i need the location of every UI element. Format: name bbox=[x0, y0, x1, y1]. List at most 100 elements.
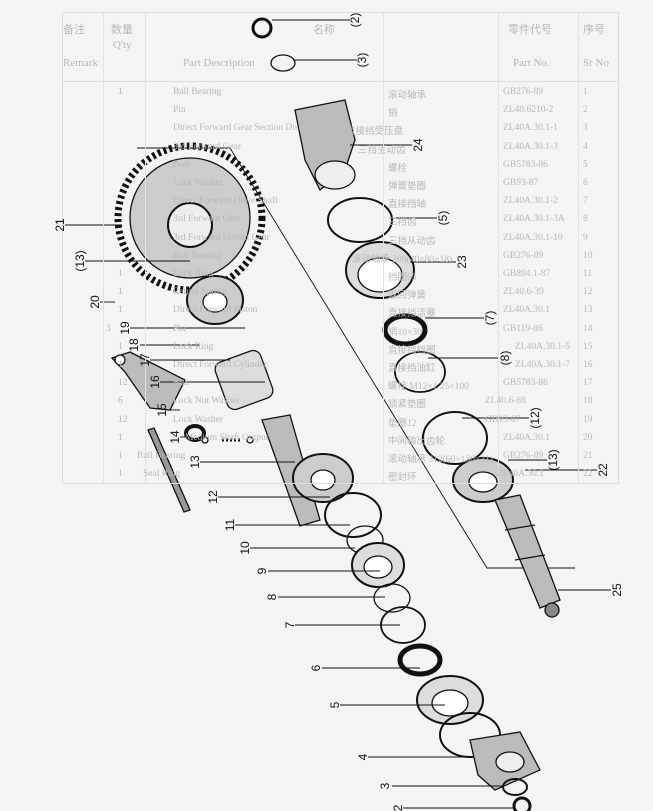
cell-part-no: ZL40A.30.1 bbox=[497, 469, 544, 480]
cell-sr: 5 bbox=[583, 159, 588, 170]
cell-sr: 14 bbox=[583, 323, 593, 334]
table-row: 4 ZL40A.30.1-3 三挡主动齿 3rd Forward Gear bbox=[63, 140, 618, 158]
cell-name-cn: 垫圈12 bbox=[388, 418, 417, 429]
cell-part-no: GB894.1-87 bbox=[503, 269, 551, 279]
oil-seal-part-7-upper bbox=[382, 313, 428, 347]
cell-name-cn: 密封环 bbox=[388, 473, 417, 484]
cell-name-cn: 挡圈65 bbox=[388, 273, 417, 283]
cell-qty: 12 bbox=[118, 378, 128, 389]
circlip-part-12-upper bbox=[422, 411, 488, 465]
cell-part-no: ZL40A.30.1-3 bbox=[503, 141, 558, 152]
cell-part-no: ZL40A.30.1-1 bbox=[503, 123, 558, 134]
cell-name-cn: 直接挡受压盘 bbox=[346, 127, 404, 138]
cell-description: Bolt bbox=[173, 159, 190, 170]
cell-description: Ball Bearing bbox=[137, 451, 186, 461]
cell-name-cn: 直接挡挡圈 bbox=[388, 345, 436, 356]
cell-description: Ball Bearing bbox=[173, 87, 222, 97]
cell-name-cn: 螺栓 M12×1.25×100 bbox=[388, 382, 469, 393]
cell-sr: 2 bbox=[583, 105, 588, 116]
cell-name-cn: 螺栓 bbox=[388, 163, 408, 174]
header-partno: Part No. bbox=[513, 57, 550, 69]
header-qty-cn: 数量 bbox=[111, 24, 133, 36]
header-sr-cn: 序号 bbox=[583, 24, 605, 36]
cell-sr: 10 bbox=[583, 250, 593, 261]
cell-name-cn: 滚动轴承 312(60×130×31) bbox=[388, 455, 493, 465]
table-header: 备注 Remark 数量 Q'ty 名称 Part Description 零件… bbox=[63, 13, 618, 82]
cell-sr: 8 bbox=[583, 214, 588, 225]
cell-part-no: ZL40A.30.1 bbox=[503, 305, 550, 316]
cell-sr: 15 bbox=[583, 341, 593, 352]
cell-sr: 3 bbox=[583, 123, 588, 134]
cell-sr: 4 bbox=[583, 141, 588, 152]
shift-rod-part-16 bbox=[147, 427, 191, 513]
output-shaft-22 bbox=[494, 494, 561, 609]
header-qty: Q'ty bbox=[113, 39, 132, 51]
cell-name-cn: 三挡齿 bbox=[388, 218, 417, 229]
ring-part-9 bbox=[373, 583, 411, 613]
cylinder-part-6 bbox=[416, 675, 484, 725]
cell-part-no: ZL40A.30.1-5 bbox=[515, 341, 570, 352]
table-row: 21 GB276-89 滚动轴承 312(60×130×31) Ball Bearin… bbox=[63, 449, 618, 467]
cell-sr: 22 bbox=[583, 469, 593, 480]
seal-ring-part-5-upper bbox=[327, 197, 393, 243]
header-remark: Remark bbox=[63, 57, 98, 69]
cell-description: 3rd Forward Gear bbox=[173, 214, 242, 225]
cell-name-cn: 弹簧垫圈 bbox=[388, 182, 427, 192]
cell-part-no: GB119-86 bbox=[503, 323, 543, 334]
cell-description: Lock Ring bbox=[173, 269, 214, 279]
header-name-cn: 名称 bbox=[313, 24, 335, 36]
cell-name-cn: 三挡主动齿 bbox=[358, 145, 406, 156]
cell-part-no: GB276-89 bbox=[503, 451, 544, 461]
cell-qty: 12 bbox=[118, 414, 128, 425]
bearing-part-13-left bbox=[186, 275, 244, 325]
gear-part-21 bbox=[114, 142, 266, 294]
cell-name-cn: 滚动轴承 208(40×80×18) bbox=[352, 254, 453, 265]
cell-name-cn: 滚动轴承 bbox=[388, 91, 427, 101]
cell-description: Direct Forward Gear Section Disc bbox=[173, 123, 303, 134]
cell-qty: 6 bbox=[118, 396, 123, 407]
cell-sr: 21 bbox=[583, 451, 593, 461]
table-row: 6 GB93-87 弹簧垫圈 Lock Washer bbox=[63, 176, 618, 194]
cell-part-no: ZL40A.30.1-2 bbox=[503, 196, 558, 207]
cell-qty: 1 bbox=[118, 269, 123, 279]
circlip-part-12 bbox=[324, 492, 382, 538]
cell-qty: 1 bbox=[118, 451, 123, 461]
cell-description: Direct Forward Cylinder bbox=[173, 360, 267, 370]
bearing-cup-23 bbox=[345, 241, 415, 299]
cell-sr: 19 bbox=[583, 414, 593, 425]
cell-sr: 6 bbox=[583, 178, 588, 188]
cell-description: Lock Washer bbox=[173, 178, 223, 188]
cell-description: Ball Bearing bbox=[173, 250, 222, 261]
ball-part-18 bbox=[201, 436, 209, 444]
table-row: 10 GB276-89 滚动轴承 208(40×80×18) Ball Bearing bbox=[63, 249, 618, 267]
flange-part-4 bbox=[469, 731, 541, 791]
cell-qty: 1 bbox=[118, 360, 123, 370]
cell-description: 3rd Forward Driven Gear bbox=[173, 232, 270, 243]
cell-part-no: ZL40A.30.1-7 bbox=[515, 360, 570, 370]
cell-description: Lock Ring bbox=[173, 341, 214, 352]
cell-sr: 1 bbox=[583, 87, 588, 97]
flange-housing-24 bbox=[294, 99, 356, 192]
cell-qty: 1 bbox=[118, 469, 123, 480]
nut-part-2-upper bbox=[251, 17, 273, 39]
cell-description: 3rd Forward Gear bbox=[173, 141, 242, 152]
cell-name-cn: 返回弹簧 bbox=[388, 291, 427, 302]
cell-qty: 1 bbox=[118, 305, 123, 316]
plug-part-25 bbox=[544, 602, 560, 618]
cell-part-no: GB5783-86 bbox=[503, 378, 548, 389]
cell-part-no: GB276-89 bbox=[503, 250, 544, 261]
cell-description: Pin bbox=[173, 105, 186, 116]
cell-description: Direct Forward Drive Shaft bbox=[173, 196, 278, 207]
cell-description: Medium Shaft Output Gear bbox=[185, 432, 290, 443]
cell-part-no: GB93-87 bbox=[503, 178, 539, 188]
